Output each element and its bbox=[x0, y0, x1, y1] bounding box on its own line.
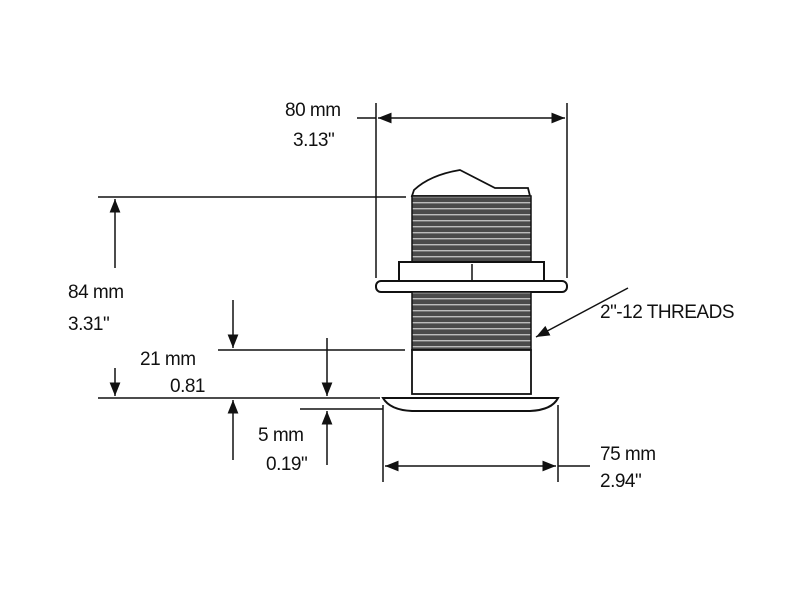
flange-thickness-dimension: 5 mm 0.19" bbox=[227, 400, 383, 475]
hull-flange-nut bbox=[375, 280, 568, 293]
flange-diameter-dimension: 75 mm 2.94" bbox=[382, 405, 656, 492]
plain-body bbox=[411, 349, 532, 395]
height-dimension: 84 mm 3.31" bbox=[68, 196, 406, 399]
flange-thickness-mm: 5 mm bbox=[258, 425, 304, 446]
bottom-flange bbox=[381, 397, 560, 412]
height-mm: 84 mm bbox=[68, 282, 124, 303]
flange-thickness-inch: 0.19" bbox=[266, 454, 307, 475]
width-dimension: 80 mm 3.13" bbox=[285, 100, 568, 278]
lower-body-dimension: 21 mm 0.81 bbox=[140, 300, 405, 397]
threads-callout: 2"-12 THREADS bbox=[535, 287, 735, 338]
threads-label: 2"-12 THREADS bbox=[600, 302, 734, 323]
lower-body-mm: 21 mm bbox=[140, 349, 196, 370]
lower-thread-section bbox=[411, 291, 532, 351]
flange-diameter-inch: 2.94" bbox=[600, 471, 641, 492]
upper-thread-section bbox=[411, 195, 532, 263]
height-inch: 3.31" bbox=[68, 314, 109, 335]
width-inch: 3.13" bbox=[293, 130, 334, 151]
top-cap bbox=[410, 169, 532, 197]
width-mm: 80 mm bbox=[285, 100, 341, 121]
flange-diameter-mm: 75 mm bbox=[600, 444, 656, 465]
transducer-drawing bbox=[375, 169, 568, 412]
lower-body-inch: 0.81 bbox=[170, 376, 205, 397]
